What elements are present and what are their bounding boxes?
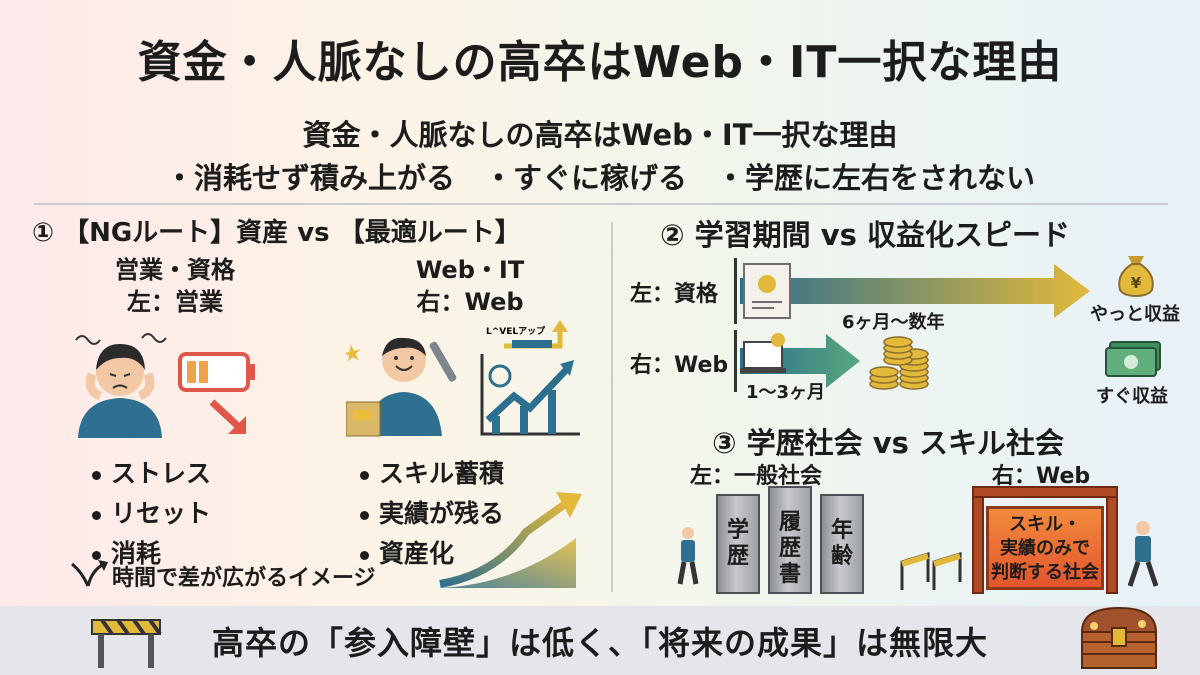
section1-title: ① 【NGルート】資産 vs 【最適ルート】 — [32, 218, 521, 248]
growth-chart-icon: L^VELアップ — [480, 320, 580, 436]
money-bag-icon: ¥ — [1118, 256, 1154, 298]
section1-right-heading: Web・IT 右：Web — [370, 254, 570, 318]
pillar-nenrei: 年齢 — [820, 494, 864, 594]
gate-text-line: スキル・ — [1009, 514, 1081, 535]
worker-with-wrench-icon — [346, 337, 457, 437]
horizontal-divider — [34, 203, 1168, 205]
section1-right-bullets: スキル蓄積 実績が残る 資産化 — [360, 454, 504, 570]
level-up-label: L^VELアップ — [486, 325, 546, 337]
gate-top-beam — [972, 486, 1118, 498]
bullet-item: 消耗 — [92, 534, 211, 570]
section2-title: ② 学習期間 vs 収益化スピード — [660, 218, 1071, 252]
stressed-person-icon — [75, 333, 167, 438]
section1-left-line1: 営業・資格 — [115, 256, 235, 284]
page-title: 資金・人脈なしの高卒はWeb・IT一択な理由 — [137, 37, 1063, 88]
pillar-gakureki: 学歴 — [716, 494, 760, 594]
yen-symbol: ¥ — [1131, 274, 1142, 292]
walking-person-icon — [1128, 521, 1158, 587]
bottom-bar — [0, 606, 1200, 675]
coin-stack-icon — [869, 336, 929, 390]
pillar-label: 履歴書 — [778, 510, 801, 587]
vertical-divider — [611, 222, 613, 592]
section3-title: ③ 学歴社会 vs スキル社会 — [712, 426, 1065, 460]
cash-icon — [1105, 341, 1161, 377]
section2-right-label: 右：Web — [630, 353, 729, 378]
section3-left-label: 左：一般社会 — [690, 464, 823, 489]
gate-text-line: 判断する社会 — [991, 562, 1099, 583]
section1-left-heading: 営業・資格 左：営業 — [70, 254, 280, 318]
walking-person-icon — [677, 527, 699, 585]
long-arrow-icon — [734, 258, 1090, 324]
gate-text-line: 実績のみで — [1000, 538, 1090, 559]
section1-right-line1: Web・IT — [415, 256, 525, 284]
gate-right-post — [1106, 496, 1118, 594]
bullet-item: ストレス — [92, 454, 211, 490]
bottom-message: 高卒の「参入障壁」は低く、「将来の成果」は無限大 — [211, 624, 988, 662]
low-battery-icon — [178, 352, 255, 434]
pillar-label: 年齢 — [830, 518, 853, 569]
barrier-icon — [91, 618, 162, 668]
image-note: 時間で差が広がるイメージ — [112, 566, 376, 591]
right-result: すぐ収益 — [1096, 386, 1168, 407]
pillar-rirekisho: 履歴書 — [768, 486, 812, 594]
short-arrow-icon — [734, 330, 860, 392]
section1-left-bullets: ストレス リセット 消耗 — [92, 454, 211, 570]
big-growth-arrow-icon — [439, 492, 582, 588]
bullet-item: 実績が残る — [360, 494, 504, 530]
treasure-chest-icon — [1080, 606, 1158, 669]
subtitle-line1: 資金・人脈なしの高卒はWeb・IT一択な理由 — [302, 118, 898, 152]
hurdles-icon — [900, 551, 962, 590]
section1-right-line2: 右：Web — [416, 288, 524, 316]
section2-left-label: 左：資格 — [630, 282, 719, 307]
bullet-item: スキル蓄積 — [360, 454, 504, 490]
left-duration: 6ヶ月〜数年 — [842, 312, 945, 333]
branch-arrow-icon — [71, 560, 108, 587]
left-result: やっと収益 — [1090, 304, 1180, 325]
gate-board: スキル・ 実績のみで 判断する社会 — [986, 506, 1104, 590]
right-duration: 1〜3ヶ月 — [746, 382, 826, 403]
pillar-label: 学歴 — [726, 518, 749, 569]
bullet-item: 資産化 — [360, 534, 504, 570]
section3-right-label: 右：Web — [992, 464, 1091, 489]
gate-left-post — [972, 496, 984, 594]
subtitle-line2: ・消耗せず積み上がる ・すぐに稼げる ・学歴に左右をされない — [164, 161, 1035, 195]
skill-gate: スキル・ 実績のみで 判断する社会 — [972, 486, 1118, 594]
section1-left-line2: 左：営業 — [127, 288, 223, 316]
bullet-item: リセット — [92, 494, 211, 530]
